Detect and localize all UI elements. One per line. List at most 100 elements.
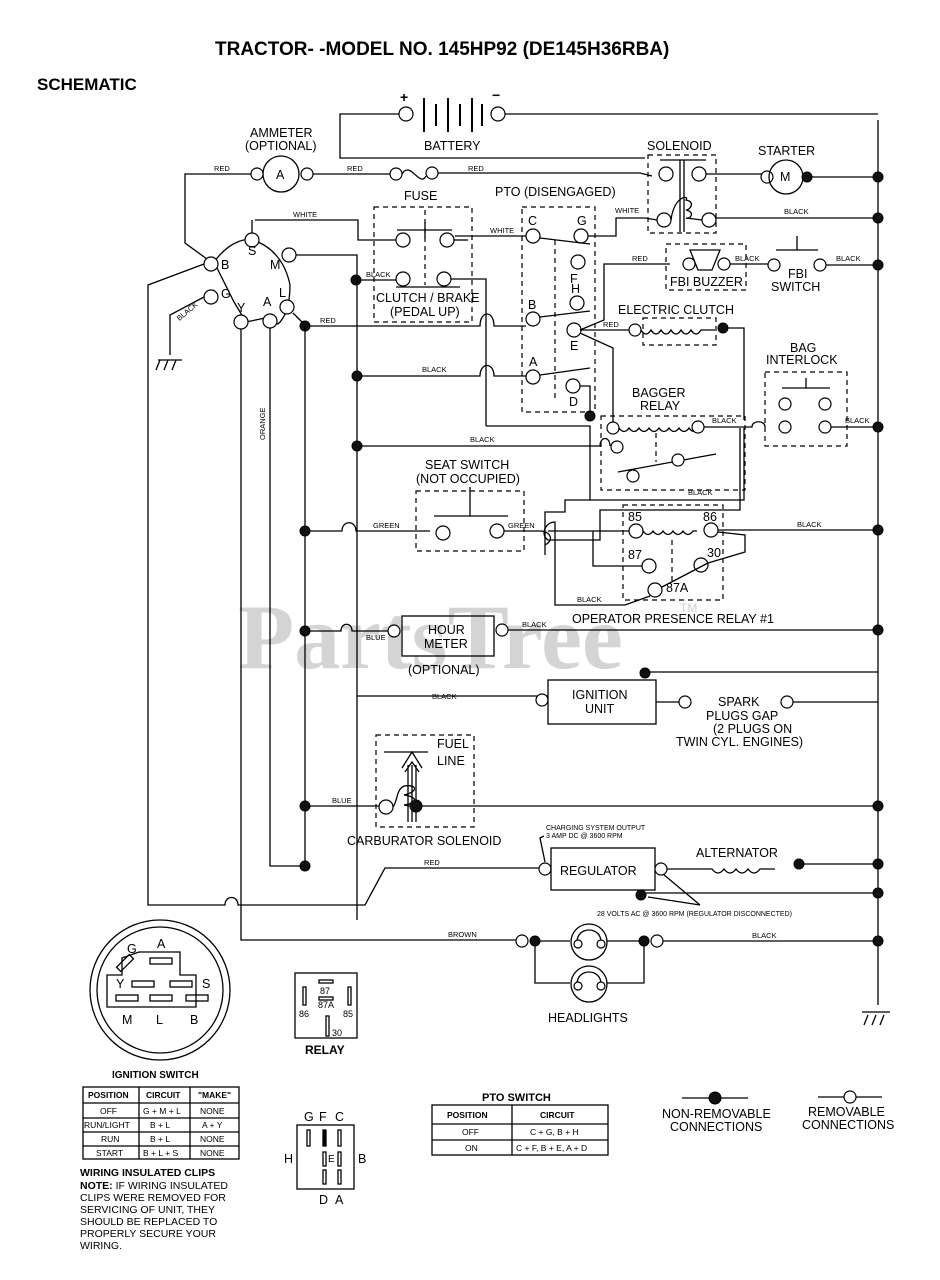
legend-non-removable: NON-REMOVABLE [662,1107,771,1121]
relay-pin-87a: 87A [318,1000,334,1010]
ign-terminal-s: S [248,244,256,258]
battery-label: BATTERY [424,139,481,153]
pto-terminal-e: E [570,339,578,353]
ign-th-circuit: CIRCUIT [146,1090,181,1100]
pto-face-c: C [335,1110,344,1124]
wire-label-brown: BROWN [448,930,477,939]
pto-terminal-d: D [569,395,578,409]
ignition-table-title: IGNITION SWITCH [112,1070,199,1081]
ign-terminal-y: Y [237,301,246,315]
note-line: SHOULD BE REPLACED TO [80,1216,217,1228]
relay-pin-87: 87 [320,986,330,996]
clutch-brake-pedal: (PEDAL UP) [390,305,460,319]
wire-label-red: RED [214,164,230,173]
pto-terminal-g: G [577,214,587,228]
seat-switch: SEAT SWITCH (NOT OCCUPIED) GREEN [415,458,540,552]
wire-label-white: WHITE [615,206,639,215]
legend-removable-2: CONNECTIONS [802,1118,894,1132]
wire-label-black: BLACK [712,416,737,425]
wire-label-black: BLACK [432,692,457,701]
ign-cell: NONE [200,1106,225,1116]
wire-label-red: RED [603,320,619,329]
wire-label-black: BLACK [784,207,809,216]
wire-label-blue: BLUE [366,633,386,642]
ign-th-position: POSITION [88,1090,129,1100]
watermark: PartsTree [238,586,623,688]
spark-label4: TWIN CYL. ENGINES) [676,735,803,749]
headlights-label: HEADLIGHTS [548,1011,628,1025]
wire-label-red: RED [632,254,648,263]
non-removable-connection-icon [708,1091,722,1105]
ignition-unit-label1: IGNITION [572,688,628,702]
ground-connections [872,171,884,947]
face-terminal-b: B [190,1013,198,1027]
pto-switch-table: PTO SWITCH POSITION CIRCUIT OFF C + G, B… [431,1092,609,1156]
legend-non-removable-2: CONNECTIONS [670,1120,762,1134]
fuel-line-label1: FUEL [437,737,469,751]
ignition-switch: S B M G L A Y RED BLACK RED ORANGE BROWN [147,220,540,941]
battery-positive-terminal [398,106,414,122]
relay-pin-85: 85 [343,1009,353,1019]
pto-face-h: H [284,1152,293,1166]
pto-terminal-f: F [570,272,578,286]
regulator-label: REGULATOR [560,864,637,878]
wire-label-black: BLACK [422,365,447,374]
note-prefix: NOTE: [80,1180,113,1192]
wire-label-green: GREEN [373,521,400,530]
note-line: IF WIRING INSULATED [113,1180,229,1192]
wire-label-red: RED [320,316,336,325]
alternator-label: ALTERNATOR [696,846,778,860]
solenoid: SOLENOID BLACK [647,139,878,234]
face-terminal-g: G [127,942,137,956]
ign-cell: RUN [101,1134,119,1144]
wire-label-black: BLACK [175,300,200,323]
pto-cell: OFF [462,1127,479,1137]
relay-terminal-85: 85 [628,510,642,524]
charging-note1: CHARGING SYSTEM OUTPUT [546,825,646,832]
relay-pin-30: 30 [332,1028,342,1038]
pto-cell: C + G, B + H [530,1127,579,1137]
bagger-relay: BAGGER RELAY BLACK BLACK [590,386,766,501]
note-line: CLIPS WERE REMOVED FOR [80,1192,226,1204]
wire-label-green: GREEN [508,521,535,530]
spark-label2: PLUGS GAP [706,709,778,723]
face-terminal-l: L [156,1013,163,1027]
solenoid-label: SOLENOID [647,139,712,153]
fbi-switch: FBI SWITCH BLACK [767,236,878,294]
pto-cell: ON [465,1143,478,1153]
ammeter-optional: (OPTIONAL) [245,139,317,153]
carburator-solenoid: FUEL LINE CARBURATOR SOLENOID [347,734,878,848]
pto-switch: PTO (DISENGAGED) C G F H B E A D WHITE W… [455,185,670,430]
ign-cell: START [96,1148,123,1158]
legend-removable: REMOVABLE [808,1105,885,1119]
ign-cell: NONE [200,1148,225,1158]
ammeter-label: AMMETER [250,126,313,140]
pto-table-title: PTO SWITCH [482,1092,551,1104]
headlights: BLACK HEADLIGHTS [515,923,878,1025]
relay-terminal-87: 87 [628,548,642,562]
watermark-tm: TM [680,601,697,615]
ign-terminal-b: B [221,258,229,272]
electric-clutch-label: ELECTRIC CLUTCH [618,303,734,317]
pto-face-f: F [319,1110,327,1124]
face-terminal-m: M [122,1013,132,1027]
bagger-relay-label1: BAGGER [632,386,686,400]
charging-note2: 3 AMP DC @ 3600 RPM [546,833,623,840]
wiring-note: WIRING INSULATED CLIPS NOTE: IF WIRING I… [80,1167,228,1252]
wire-label-black: BLACK [735,254,760,263]
wire-label-white: WHITE [490,226,514,235]
spark-label1: SPARK [718,695,760,709]
pto-label: PTO (DISENGAGED) [495,185,616,199]
page-title: TRACTOR- -MODEL NO. 145HP92 (DE145H36RBA… [215,39,669,60]
bag-interlock-label1: BAG [790,341,816,355]
op-relay-label: OPERATOR PRESENCE RELAY #1 [572,612,774,626]
starter-symbol: M [780,170,790,184]
hour-meter: HOUR METER (OPTIONAL) BLACK [387,615,878,677]
wire-label-blue: BLUE [332,796,352,805]
note-line: WIRING. [80,1240,122,1252]
note-title: WIRING INSULATED CLIPS [80,1167,215,1179]
fuel-line-label2: LINE [437,754,465,768]
section-title: SCHEMATIC [37,75,137,94]
battery-plus: + [400,89,408,105]
hour-meter-label2: METER [424,637,468,651]
